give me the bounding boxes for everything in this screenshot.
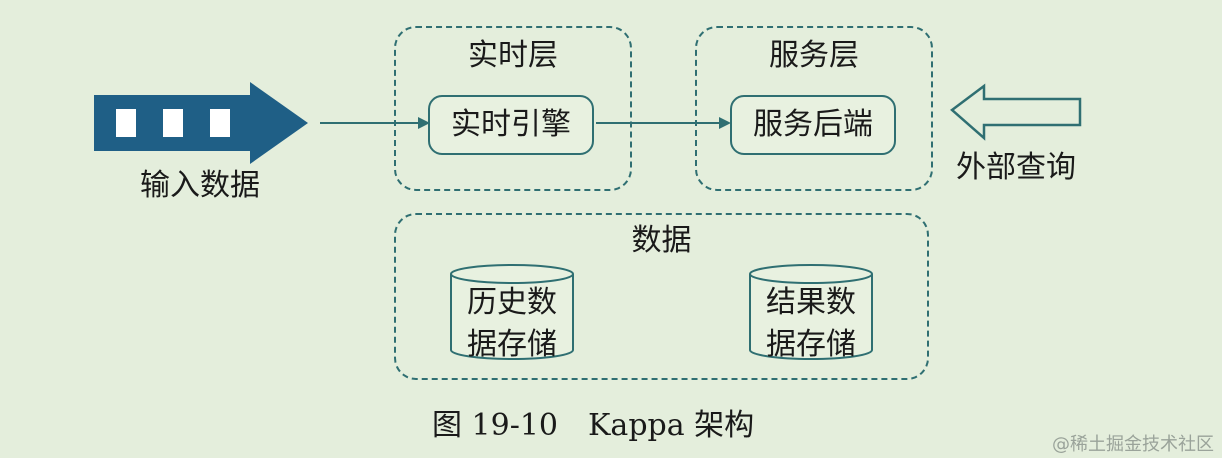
result-storage-line2: 据存储: [766, 327, 856, 362]
input-stream-arrow-icon: [94, 82, 308, 164]
result-storage-label: 结果数 据存储: [750, 282, 872, 366]
history-storage-line2: 据存储: [467, 327, 557, 362]
result-storage-line1: 结果数: [766, 285, 856, 320]
history-storage-cylinder-icon: [450, 264, 574, 360]
history-storage-label: 历史数 据存储: [451, 282, 573, 366]
data-group: 数据: [394, 213, 929, 380]
data-group-title: 数据: [631, 223, 692, 258]
external-query-label: 外部查询: [956, 150, 1076, 185]
history-storage-line1: 历史数: [467, 285, 557, 320]
figure-caption: 图 19-10 Kappa 架构: [432, 408, 755, 443]
service-backend-node: 服务后端: [730, 95, 896, 155]
realtime-layer-title: 实时层: [468, 38, 558, 73]
input-data-label: 输入数据: [140, 168, 260, 203]
service-layer-title: 服务层: [769, 38, 859, 73]
realtime-layer-group: 实时层: [394, 26, 632, 191]
realtime-engine-node: 实时引擎: [428, 95, 594, 155]
result-storage-cylinder-icon: [749, 264, 873, 360]
service-layer-group: 服务层: [695, 26, 933, 191]
site-watermark: @稀土掘金技术社区: [1052, 434, 1214, 455]
external-query-arrow-icon: [950, 83, 1082, 141]
